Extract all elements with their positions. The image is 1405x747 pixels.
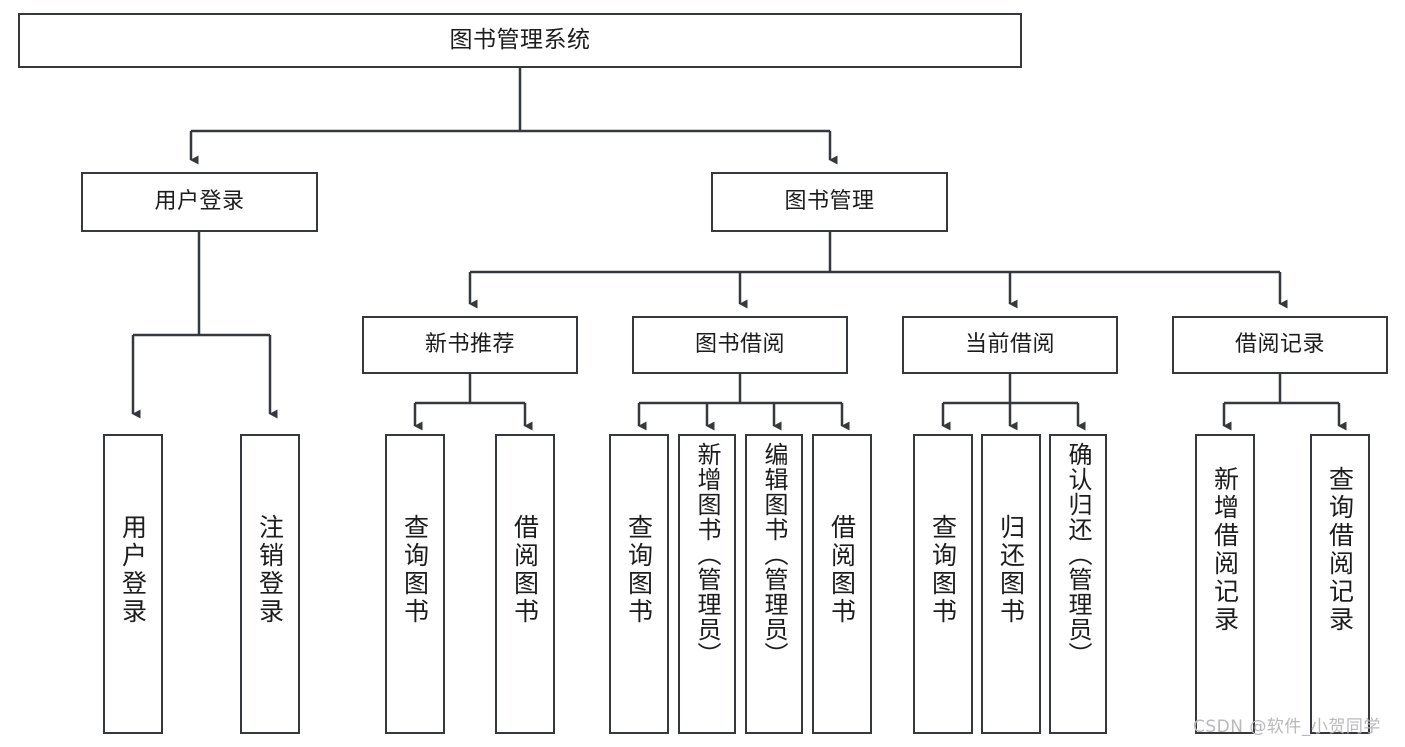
- csdn-watermark: CSDN @软件_小贺同学: [1193, 717, 1381, 737]
- node-label: 图书管理: [784, 189, 875, 215]
- node-label: 用户登录: [118, 514, 148, 626]
- node-label: 查询图书: [400, 514, 430, 626]
- leaf-book-borrow-edit-book-admin[interactable]: 编辑图书（管理员）: [745, 434, 803, 734]
- node-label: 当前借阅: [964, 332, 1055, 358]
- node-label: 查询借阅记录: [1325, 466, 1355, 634]
- leaf-book-borrow-borrow-book[interactable]: 借阅图书: [812, 434, 872, 734]
- node-label: 注销登录: [255, 514, 285, 626]
- leaf-current-borrow-confirm-return-admin[interactable]: 确认归还（管理员）: [1049, 434, 1107, 734]
- node-label: 借阅记录: [1234, 332, 1325, 358]
- node-label: 查询图书: [928, 514, 958, 626]
- leaf-borrow-record-add-record[interactable]: 新增借阅记录: [1195, 434, 1255, 734]
- node-borrow-record[interactable]: 借阅记录: [1172, 316, 1388, 374]
- node-label: 编辑图书（管理员）: [760, 442, 788, 667]
- leaf-current-borrow-query-book[interactable]: 查询图书: [913, 434, 973, 734]
- node-label: 新书推荐: [424, 332, 515, 358]
- node-label: 新增借阅记录: [1210, 466, 1240, 634]
- node-label: 图书管理系统: [449, 26, 591, 53]
- leaf-borrow-record-query-record[interactable]: 查询借阅记录: [1310, 434, 1370, 734]
- leaf-user-login-signout[interactable]: 注销登录: [240, 434, 300, 734]
- node-current-borrow[interactable]: 当前借阅: [902, 316, 1118, 374]
- node-root-book-management-system[interactable]: 图书管理系统: [18, 13, 1022, 68]
- node-label: 借阅图书: [827, 514, 857, 626]
- leaf-new-book-query-book[interactable]: 查询图书: [385, 434, 445, 734]
- leaf-book-borrow-query-book[interactable]: 查询图书: [609, 434, 669, 734]
- node-book-management[interactable]: 图书管理: [711, 172, 948, 232]
- leaf-book-borrow-add-book-admin[interactable]: 新增图书（管理员）: [678, 434, 736, 734]
- node-new-book-recommend[interactable]: 新书推荐: [362, 316, 578, 374]
- node-label: 新增图书（管理员）: [693, 442, 721, 667]
- node-label: 用户登录: [154, 189, 245, 215]
- node-label: 归还图书: [996, 514, 1026, 626]
- node-book-borrow[interactable]: 图书借阅: [632, 316, 848, 374]
- node-label: 借阅图书: [510, 514, 540, 626]
- leaf-current-borrow-return-book[interactable]: 归还图书: [981, 434, 1041, 734]
- node-label: 确认归还（管理员）: [1064, 442, 1092, 667]
- leaf-user-login-signin[interactable]: 用户登录: [103, 434, 163, 734]
- node-label: 图书借阅: [694, 332, 785, 358]
- node-label: 查询图书: [624, 514, 654, 626]
- leaf-new-book-borrow-book[interactable]: 借阅图书: [495, 434, 555, 734]
- node-user-login[interactable]: 用户登录: [81, 172, 318, 232]
